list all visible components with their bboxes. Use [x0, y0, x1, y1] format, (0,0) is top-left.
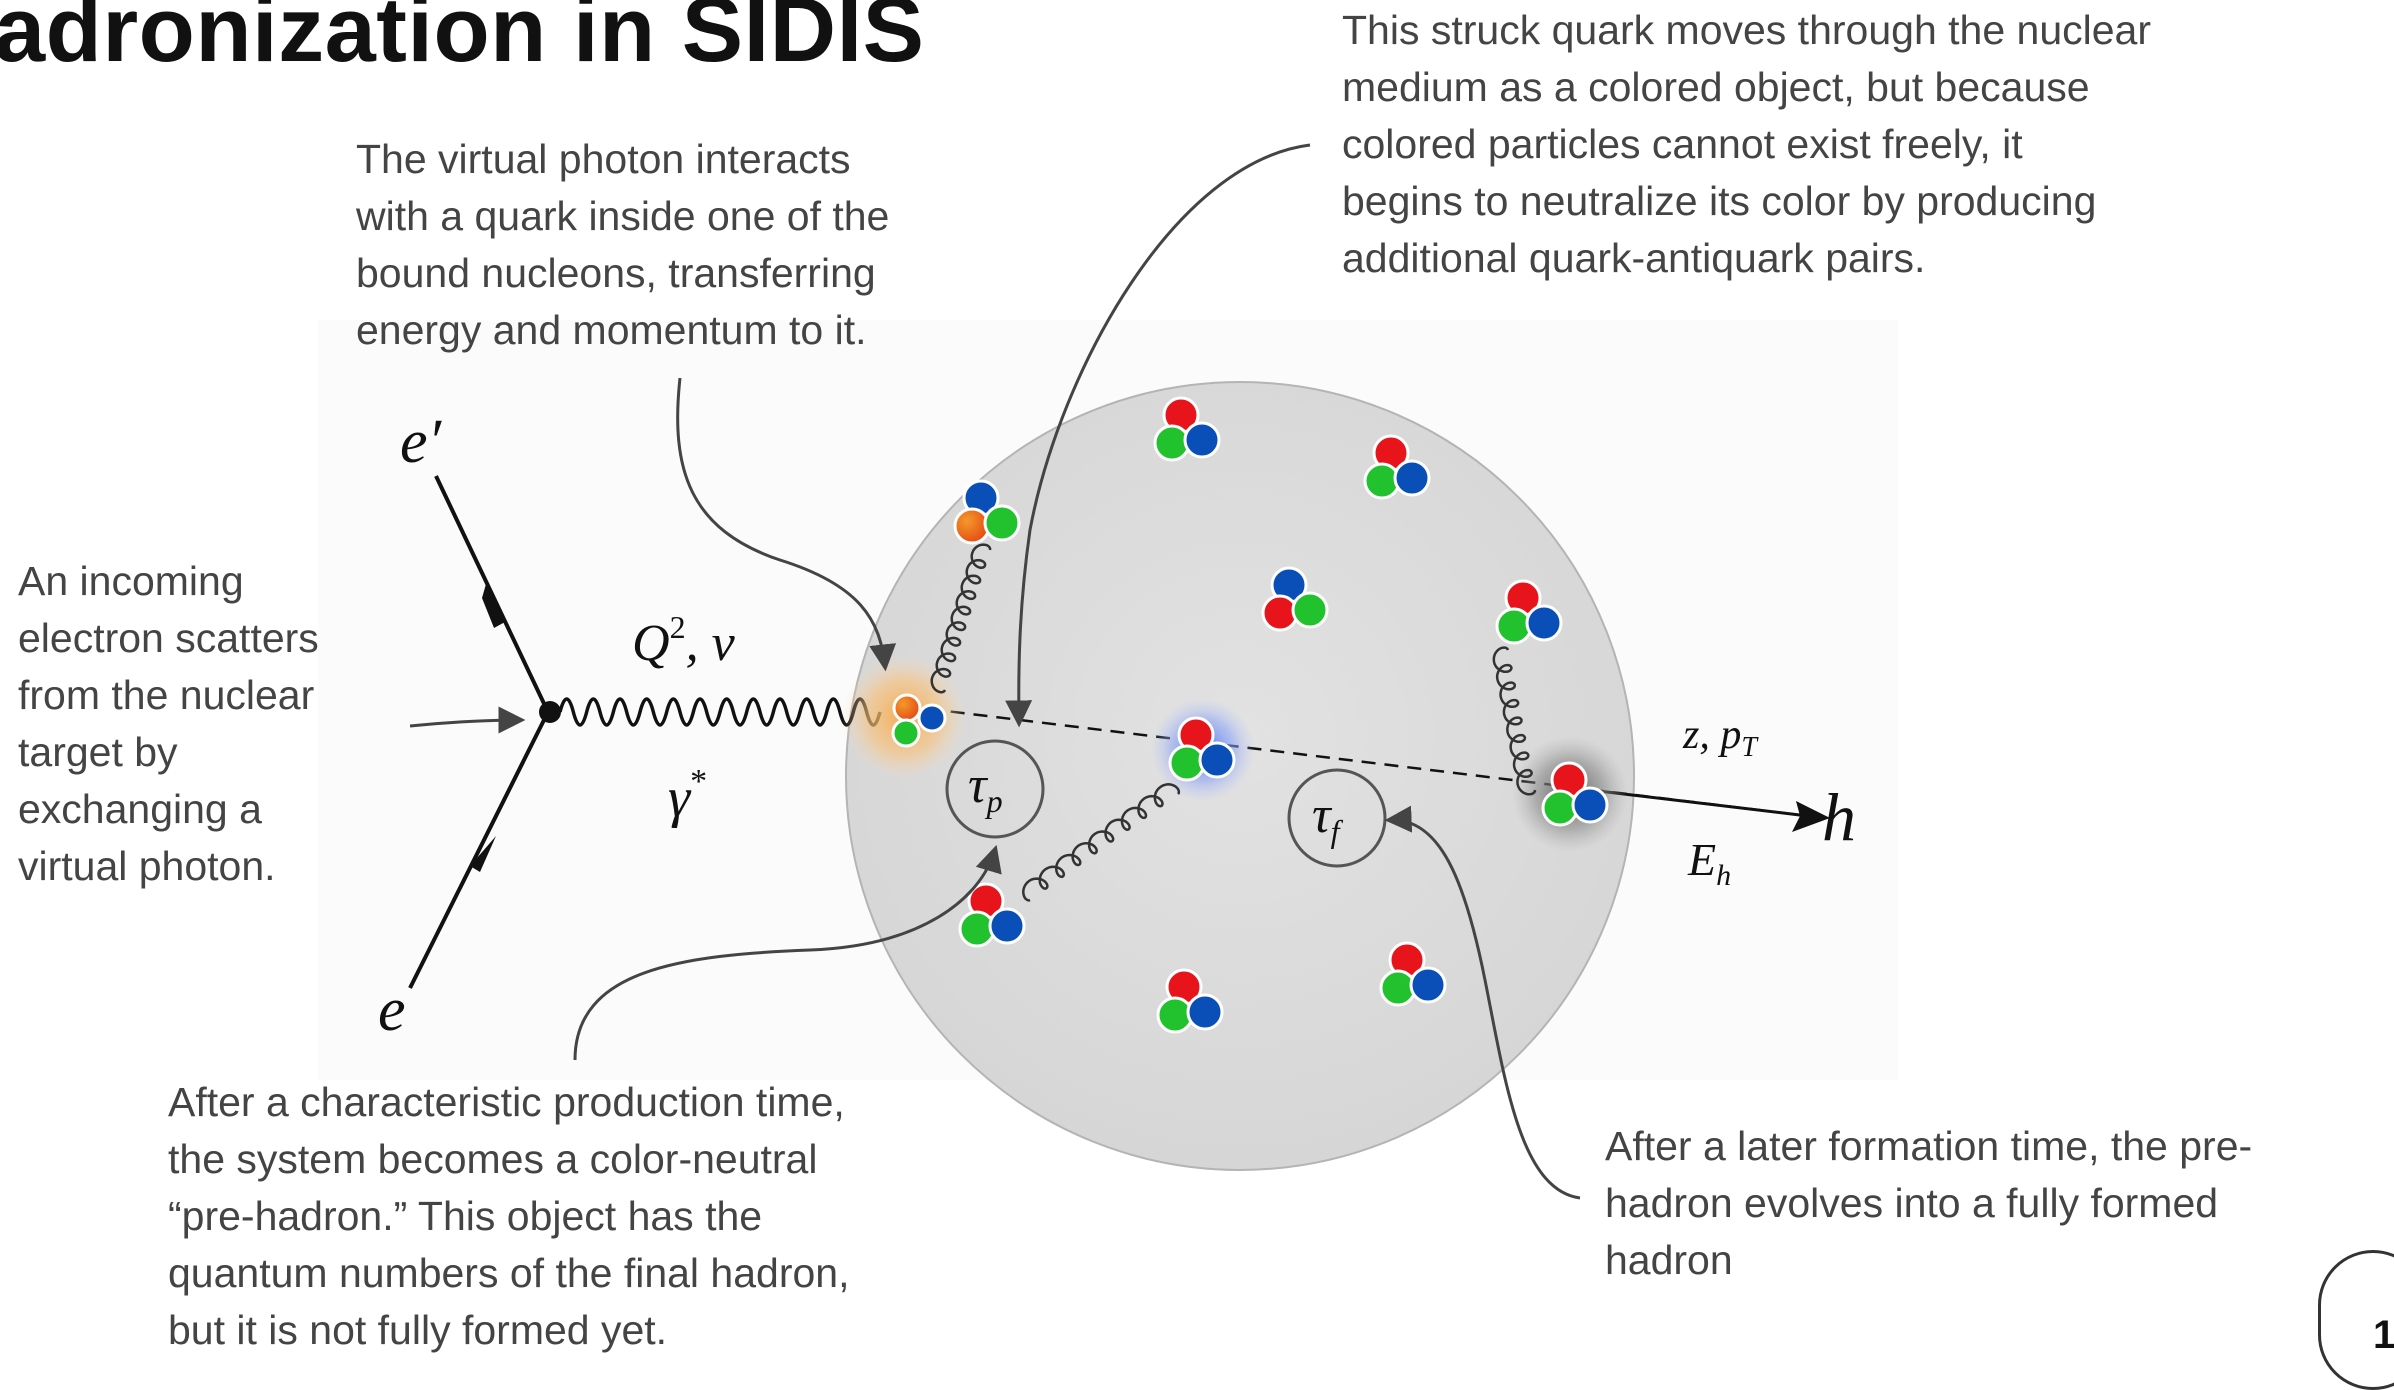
photon-annotation-arrow — [676, 377, 897, 672]
prehadron-nucleon — [1168, 716, 1236, 782]
green-quark — [1291, 591, 1329, 629]
production-annotation-arrow — [573, 844, 1002, 1061]
electron-lines — [408, 475, 550, 989]
nucleon-7 — [1156, 968, 1224, 1034]
sidis-hadronization-diagram: e′ e Q2, ν γ* τp τf z, pT Eh h — [378, 143, 1856, 1200]
gamma-star-label: γ* — [668, 763, 707, 829]
nucleon-4 — [1261, 566, 1329, 632]
green-quark — [983, 504, 1021, 542]
blue-quark — [1525, 604, 1563, 642]
nucleon-1 — [1153, 396, 1221, 462]
e-prime-label: e′ — [400, 408, 443, 476]
blue-quark — [1186, 993, 1224, 1031]
struck-quark-path — [904, 704, 1809, 818]
struck-quark-annotation: This struck quark moves through the nucl… — [1342, 7, 2151, 281]
annotation-arrows — [409, 143, 1581, 1200]
nucleon-5 — [1495, 579, 1563, 645]
gluon-line-3 — [1492, 646, 1537, 796]
gluon-line-2 — [1022, 783, 1181, 902]
formation-time-annotation: After a later formation time, the pre- h… — [1605, 1123, 2253, 1283]
e-label: e — [378, 976, 406, 1044]
gluon-line-1 — [930, 543, 992, 694]
blue-quark — [1571, 786, 1609, 824]
interaction-vertex — [539, 701, 561, 723]
struck-quark-annotation-arrow — [1005, 143, 1311, 728]
incoming-electron-annotation: An incoming electron scatters from the n… — [18, 558, 319, 889]
slide-title: adronization in SIDIS — [0, 0, 925, 81]
formation-annotation-arrow — [1384, 805, 1581, 1200]
nucleon-8 — [1379, 941, 1447, 1007]
blue-quark — [988, 907, 1026, 945]
virtual-photon-annotation: The virtual photon interacts with a quar… — [356, 136, 890, 353]
virtual-photon-line — [558, 697, 882, 727]
h-label: h — [1822, 779, 1856, 855]
nucleon-3 — [953, 479, 1021, 545]
electron-annotation-arrow — [409, 706, 526, 734]
incoming-electron-arrow-icon — [470, 836, 496, 872]
outgoing-electron-arrow-icon — [482, 584, 505, 628]
production-time-annotation: After a characteristic production time, … — [168, 1079, 850, 1353]
hadron-arrow-head-icon — [1792, 801, 1830, 832]
hadron-nucleon — [1541, 761, 1609, 827]
nucleon-6 — [958, 882, 1026, 948]
nucleon-2 — [1363, 434, 1431, 500]
tau-p-circle — [945, 739, 1045, 839]
blue-quark — [1409, 966, 1447, 1004]
blue-quark — [1198, 741, 1236, 779]
blue-quark — [1183, 421, 1221, 459]
blue-quark — [1393, 459, 1431, 497]
struck-quark-cluster — [891, 693, 947, 748]
page-number: 1 — [2318, 1250, 2394, 1390]
nucleons — [953, 396, 1609, 1034]
